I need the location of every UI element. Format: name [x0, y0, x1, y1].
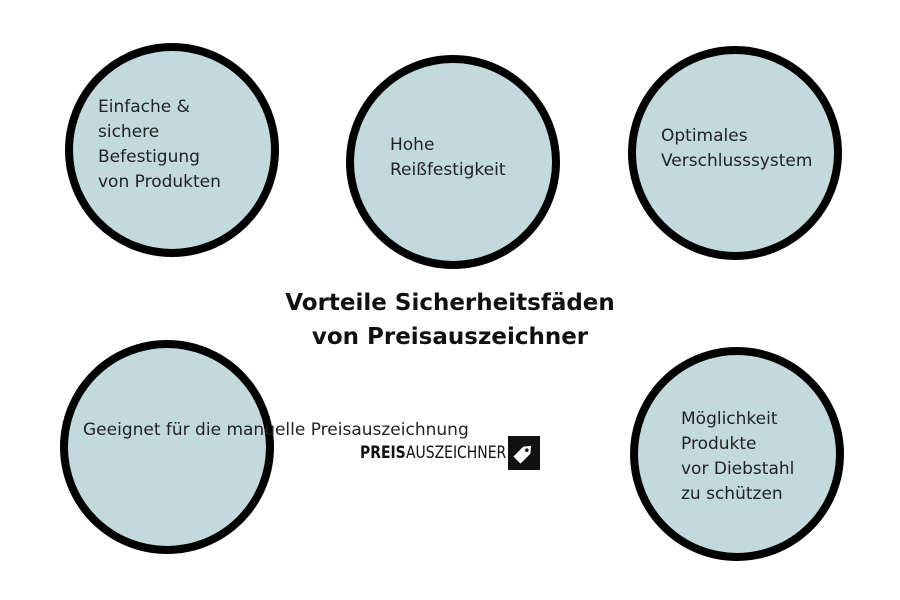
advantage-text: Geeignet für die manuelle Preisauszeichn…: [83, 420, 469, 440]
advantage-circle-manual-labeling: Geeignet für die manuelle Preisauszeichn…: [60, 340, 469, 554]
price-tag-icon: [508, 436, 540, 470]
advantage-circle-closure-system: Optimales Verschlusssystem: [628, 46, 842, 260]
advantage-text: Möglichkeit Produkte vor Diebstahl zu sc…: [681, 409, 795, 504]
advantage-text: Hohe Reißfestigkeit: [390, 135, 506, 180]
advantage-text: Optimales Verschlusssystem: [661, 126, 813, 171]
diagram-title: Vorteile Sicherheitsfäden von Preisausze…: [200, 286, 700, 354]
title-line-2: von Preisauszeichner: [311, 324, 589, 350]
advantage-text: Einfache & sichere Befestigung von Produ…: [98, 97, 221, 192]
advantage-circle-theft-protection: Möglichkeit Produkte vor Diebstahl zu sc…: [630, 347, 844, 561]
logo-text-light: AUSZEICHNER: [405, 443, 506, 463]
advantage-circle-tear-resistance: Hohe Reißfestigkeit: [346, 55, 560, 269]
logo-text-bold: PREIS: [360, 443, 406, 463]
title-line-1: Vorteile Sicherheitsfäden: [285, 290, 615, 316]
brand-logo: PREIS AUSZEICHNER: [360, 436, 540, 470]
advantage-circle-fastening: Einfache & sichere Befestigung von Produ…: [65, 43, 279, 257]
